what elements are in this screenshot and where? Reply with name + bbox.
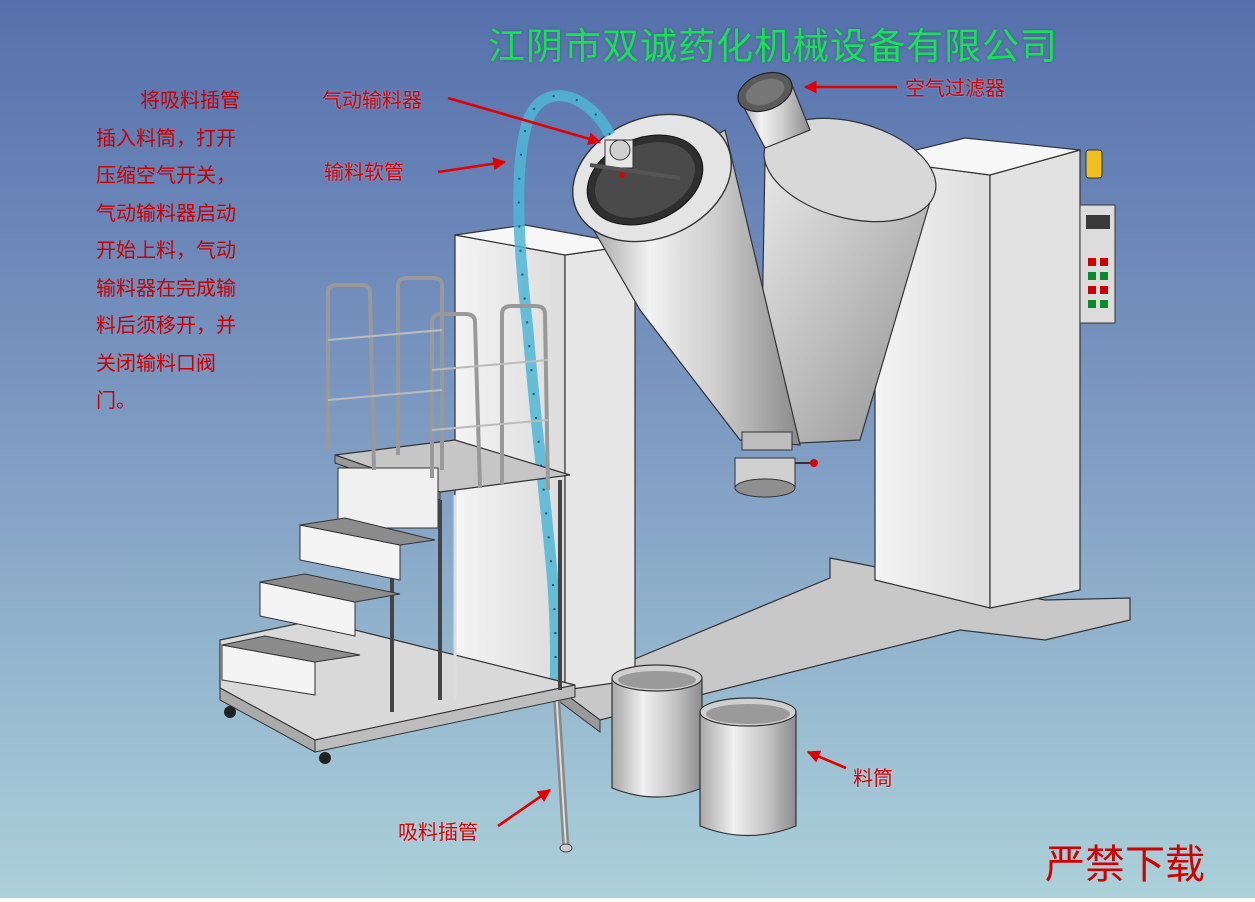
label-air-filter: 空气过滤器	[905, 76, 1005, 100]
label-conveying-hose: 输料软管	[324, 160, 404, 184]
left-support-column	[454, 224, 636, 691]
label-suction-pipe: 吸料插管	[398, 820, 478, 844]
arrow-drum	[806, 750, 847, 770]
operating-instructions: 将吸料插管插入料筒，打开压缩空气开关，气动输料器启动开始上料，气动输料器在完成输…	[96, 88, 240, 412]
arrow-suction-pipe	[497, 788, 552, 828]
company-title: 江阴市双诚药化机械设备有限公司	[488, 25, 1058, 68]
conveying-hose	[513, 90, 615, 691]
pneumatic-conveyor	[589, 139, 681, 180]
material-drum-back	[611, 664, 703, 798]
label-pneumatic-conveyor: 气动输料器	[322, 88, 422, 112]
callout-arrows	[437, 80, 897, 828]
material-drum-front	[699, 697, 797, 837]
loading-platform	[219, 276, 576, 764]
control-box	[1079, 149, 1116, 324]
arrow-hose	[437, 157, 507, 174]
watermark-no-download: 严禁下载	[1045, 842, 1205, 888]
suction-pipe	[552, 689, 573, 853]
label-material-drum: 料筒	[853, 766, 893, 790]
air-filter	[737, 71, 811, 149]
arrow-pneumatic-conveyor	[447, 96, 602, 145]
